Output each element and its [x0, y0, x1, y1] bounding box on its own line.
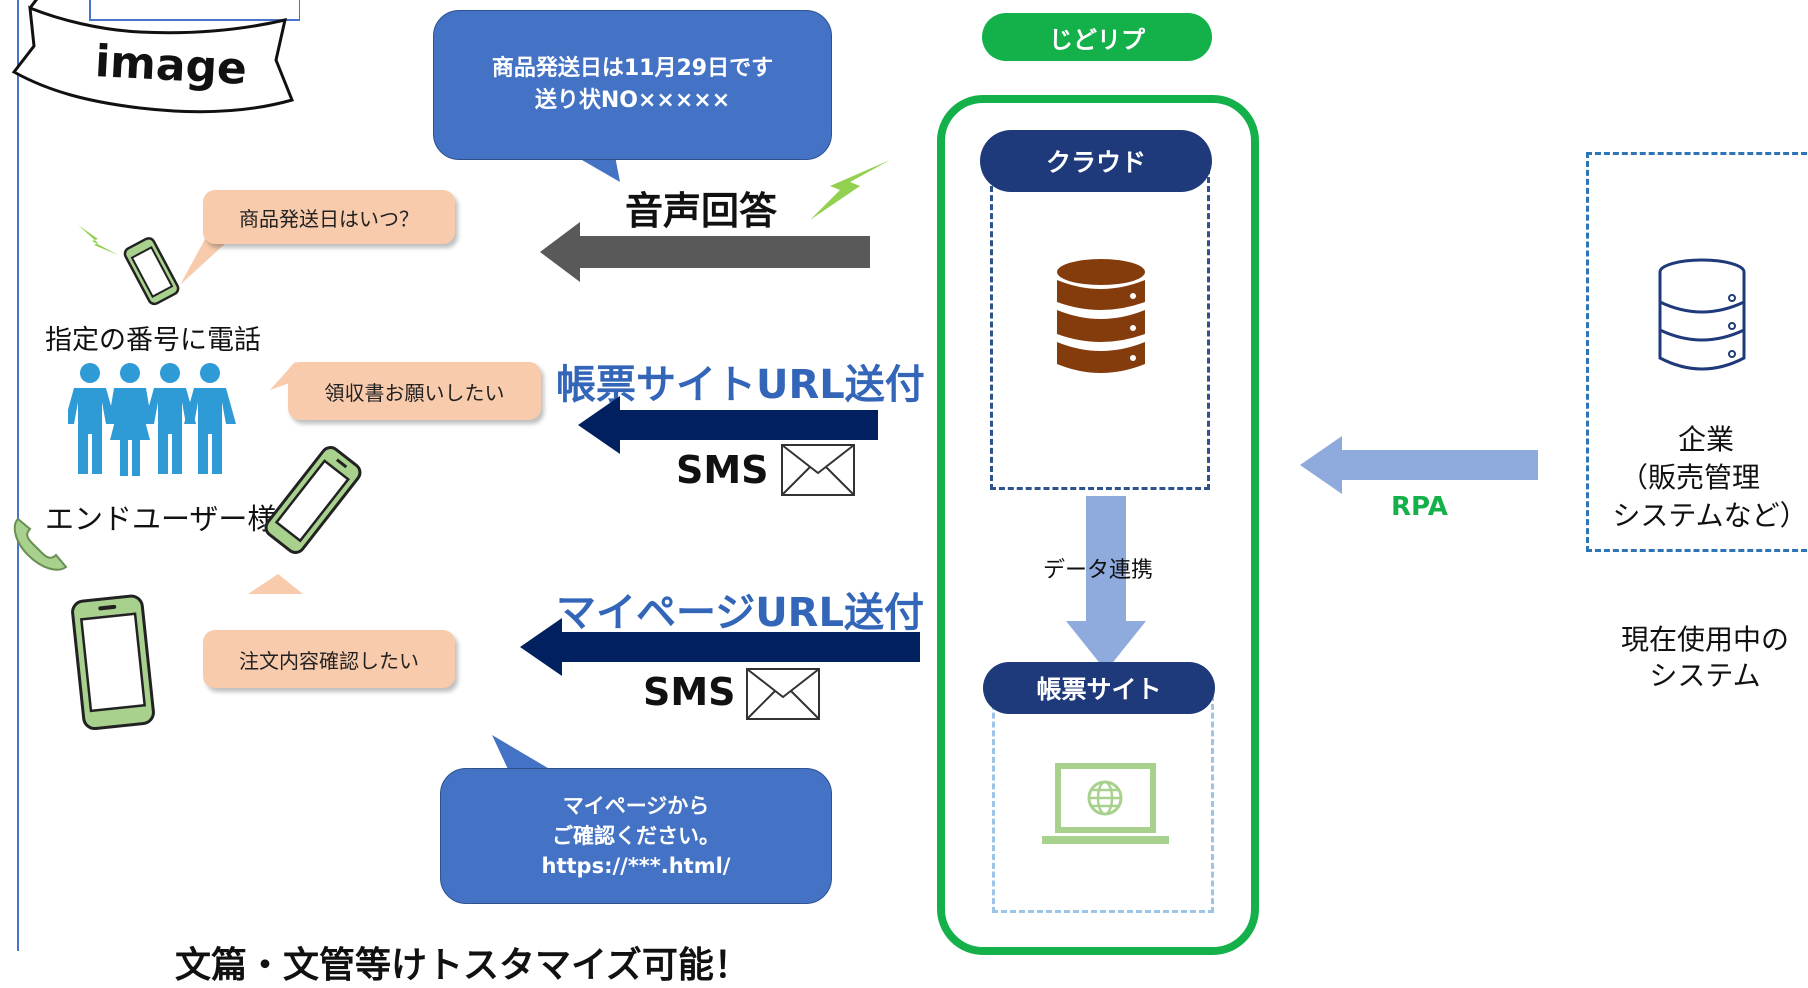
order-bubble-tail: [248, 574, 303, 594]
rpa-label: RPA: [1391, 492, 1448, 522]
mypage-url-label: マイページURL送付: [556, 590, 924, 636]
mail-icon: [781, 444, 855, 496]
voice-reply-bubble: 商品発送日は11月29日です 送り状NO×××××: [433, 10, 832, 160]
rpa-arrow: [1300, 436, 1538, 494]
database-icon: [1057, 259, 1145, 373]
company-line-2: （販売管理: [1619, 461, 1760, 494]
company-caption-line-2: システム: [1649, 659, 1761, 692]
image-banner: [11, 0, 300, 114]
voice-arrow-label: 音声回答: [625, 189, 778, 233]
receipt-url-arrow: [578, 396, 878, 454]
form-site-label: 帳票サイト: [983, 662, 1215, 714]
caller-caption: 指定の番号に電話: [45, 325, 261, 356]
mail-icon-2: [746, 668, 820, 720]
end-users-icon: [68, 363, 236, 476]
users-caption: エンドユーザー様: [45, 502, 277, 536]
jidolip-title: じどリプ: [982, 13, 1212, 61]
mypage-sms-label: SMS: [643, 670, 736, 714]
phone-icon-middle: [264, 446, 362, 554]
phone-icon-small: [123, 237, 180, 306]
mypage-reply-line-3: https://***.html/: [541, 854, 731, 878]
page-left-border: [17, 0, 19, 951]
mypage-reply-line-1: マイページから: [562, 794, 710, 818]
order-check-bubble: 注文内容確認したい: [203, 630, 455, 688]
lightning-icon: [810, 160, 890, 220]
receipt-sms-label: SMS: [676, 448, 769, 492]
shipping-question-bubble: 商品発送日はいつ？: [203, 190, 455, 244]
banner-label: image: [93, 36, 249, 95]
company-line-3: システムなど）: [1612, 499, 1808, 532]
mypage-url-arrow: [520, 618, 920, 676]
cloud-label: クラウド: [980, 130, 1212, 192]
small-lightning-icon: [78, 225, 118, 255]
handset-icon: [13, 517, 68, 571]
footer-partial-text: 文篇・文管等けトスタマイズ可能！: [175, 945, 750, 986]
phone-icon-large: [71, 594, 155, 731]
voice-reply-line-1: 商品発送日は11月29日です: [491, 56, 774, 81]
company-box: [1586, 152, 1808, 552]
company-line-1: 企業: [1677, 423, 1734, 456]
server-icon: [1658, 258, 1746, 371]
data-link-arrow: [1066, 496, 1146, 671]
mypage-reply-bubble: マイページから ご確認ください。 https://***.html/: [440, 768, 832, 904]
voice-arrow: [540, 222, 870, 282]
voice-reply-line-2: 送り状NO×××××: [534, 88, 731, 113]
laptop-icon: [1042, 763, 1169, 844]
data-link-label: データ連携: [1043, 558, 1154, 583]
company-caption-line-1: 現在使用中の: [1620, 623, 1789, 656]
receipt-request-bubble: 領収書お願いしたい: [288, 362, 541, 420]
mypage-reply-line-2: ご確認ください。: [552, 824, 720, 848]
